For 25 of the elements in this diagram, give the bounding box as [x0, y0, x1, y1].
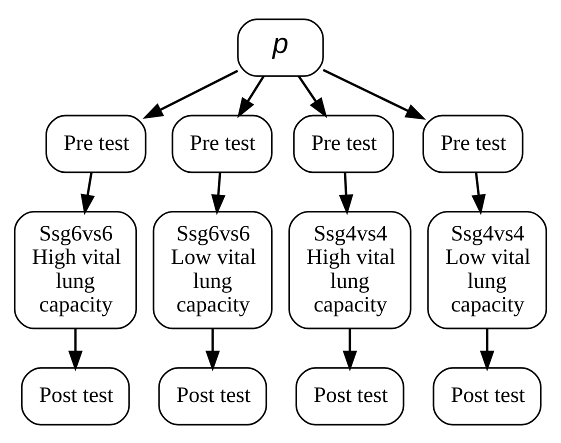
node-box: Post test [295, 366, 404, 425]
node-box: Post test [158, 366, 268, 425]
node-box: Pre test [172, 114, 273, 173]
node-box: p [237, 18, 324, 76]
node-box: Post test [432, 366, 542, 425]
node-box: Ssg4vs4 High vital lung capacity [288, 210, 412, 329]
arrow [211, 172, 226, 215]
node-box: Ssg6vs6 Low vital lung capacity [152, 210, 273, 329]
arrow [80, 172, 95, 215]
node-box: Ssg6vs6 High vital lung capacity [14, 210, 137, 329]
node-box: Pre test [293, 114, 394, 173]
arrow [205, 328, 220, 371]
arrow [68, 328, 83, 371]
arrow [342, 328, 358, 371]
arrow [298, 75, 328, 118]
arrow [471, 172, 486, 215]
node-box: Ssg4vs4 Low vital lung capacity [427, 210, 548, 329]
arrow [338, 172, 354, 215]
arrow [480, 328, 494, 371]
node-box: Pre test [422, 114, 524, 173]
node-box: Post test [21, 366, 130, 425]
arrow [237, 75, 265, 118]
arrow [322, 68, 426, 120]
node-box: Pre test [45, 114, 146, 173]
arrow [142, 69, 238, 118]
